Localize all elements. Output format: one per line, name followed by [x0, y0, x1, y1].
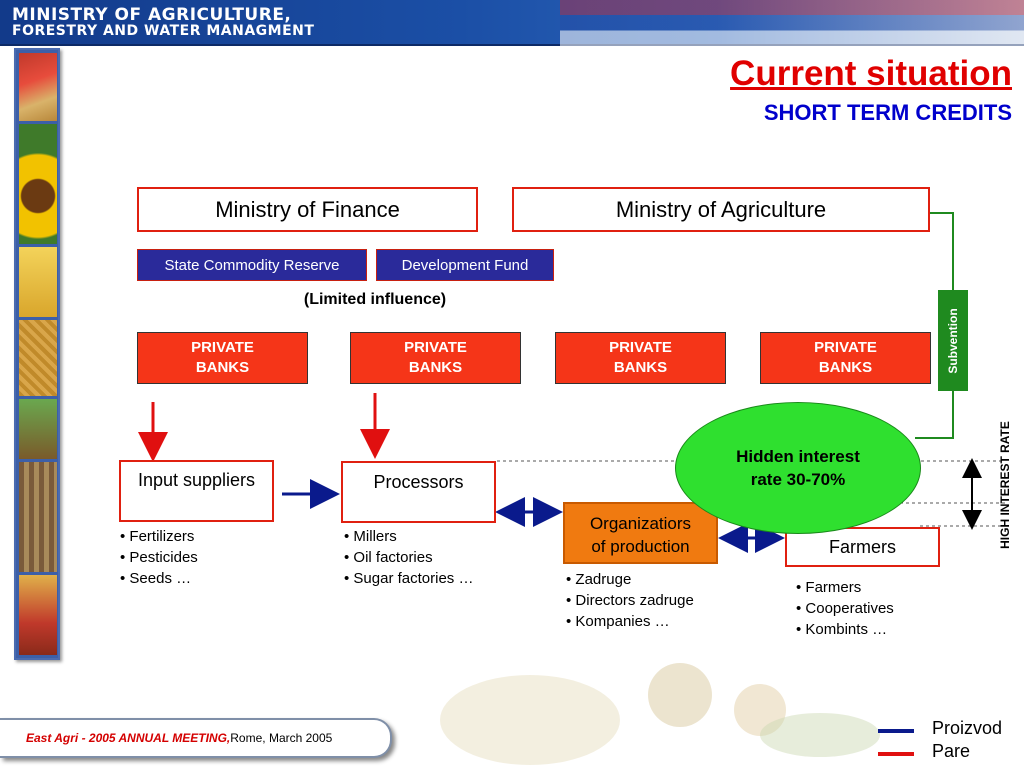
field-photo [19, 399, 57, 459]
corn-photo [19, 320, 57, 396]
ministry-of-finance-box: Ministry of Finance [137, 187, 478, 232]
subvention-box: Subvention [938, 290, 968, 391]
bank-label-line2: BANKS [195, 359, 250, 376]
processors-list: • Millers • Oil factories • Sugar factor… [344, 526, 473, 589]
private-banks-box: PRIVATE BANKS [137, 332, 308, 384]
high-interest-rate-label-wrap: HIGH INTEREST RATE [988, 400, 1022, 570]
list-item: • Millers [344, 528, 397, 545]
subvention-to-oval-connector [915, 391, 954, 439]
subvention-label: Subvention [946, 307, 960, 374]
hidden-interest-line1: Hidden interest [736, 447, 860, 466]
footer-event: East Agri - 2005 ANNUAL MEETING, [26, 731, 231, 745]
bank-label-line2: BANKS [408, 359, 463, 376]
organizations-title-line2: of production [591, 537, 690, 556]
farmers-list: • Farmers • Cooperatives • Kombints … [796, 577, 894, 640]
private-banks-box: PRIVATE BANKS [350, 332, 521, 384]
page-title: Current situation [730, 54, 1012, 93]
background-illustration [440, 663, 880, 765]
processors-title: Processors [373, 472, 464, 492]
organizations-of-production-box: Organizatiors of production [563, 502, 718, 564]
list-item: • Kombints … [796, 621, 888, 638]
list-item: • Kompanies … [566, 613, 670, 630]
ministry-of-finance-label: Ministry of Finance [215, 196, 400, 222]
legend-product-label: Proizvod [932, 718, 1003, 738]
page-subtitle: SHORT TERM CREDITS [763, 100, 1012, 125]
list-item: • Farmers [796, 579, 862, 596]
header-title-line2: FORESTRY AND WATER MANAGMENT [12, 23, 315, 39]
bank-label-line1: PRIVATE [191, 339, 254, 356]
seeds-photo [19, 462, 57, 572]
footer-place: Rome, March 2005 [230, 731, 333, 745]
list-item: • Oil factories [344, 549, 433, 566]
sunflower-photo [19, 124, 57, 244]
ministry-of-agriculture-label: Ministry of Agriculture [615, 196, 827, 222]
bank-label-line2: BANKS [613, 359, 668, 376]
list-item: • Pesticides [120, 549, 198, 566]
legend-money-label: Pare [932, 741, 971, 761]
footer-banner: East Agri - 2005 ANNUAL MEETING, Rome, M… [0, 718, 392, 758]
high-interest-rate-label: HIGH INTEREST RATE [998, 421, 1012, 549]
bank-label-line1: PRIVATE [814, 339, 877, 356]
state-commodity-reserve-box: State Commodity Reserve [137, 249, 367, 281]
pepper-photo [19, 53, 57, 121]
list-item: • Cooperatives [796, 600, 894, 617]
list-item: • Sugar factories … [344, 570, 474, 587]
photo-strip [14, 48, 60, 660]
organizations-title-line1: Organizatiors [589, 514, 692, 533]
header-title-line1: MINISTRY OF AGRICULTURE, [12, 5, 292, 25]
legend-product-swatch [878, 729, 914, 733]
processors-box: Processors [341, 461, 496, 523]
hidden-interest-line2: rate 30-70% [750, 470, 846, 489]
bank-label-line2: BANKS [818, 359, 873, 376]
bank-label-line1: PRIVATE [609, 339, 672, 356]
organizations-list: • Zadruge • Directors zadruge • Kompanie… [566, 569, 694, 632]
development-fund-label: Development Fund [401, 256, 529, 274]
list-item: • Zadruge [566, 571, 632, 588]
farmers-title: Farmers [829, 537, 896, 557]
limited-influence-note: (Limited influence) [303, 291, 447, 308]
list-item: • Fertilizers [120, 528, 195, 545]
grain-photo [19, 247, 57, 317]
state-commodity-reserve-label: State Commodity Reserve [164, 256, 340, 274]
development-fund-box: Development Fund [376, 249, 554, 281]
subvention-connector [930, 212, 954, 290]
legend-money-swatch [878, 752, 914, 756]
farmers-box: Farmers [785, 527, 940, 567]
list-item: • Directors zadruge [566, 592, 694, 609]
hidden-interest-oval: Hidden interest rate 30-70% [675, 402, 921, 534]
input-suppliers-title: Input suppliers [137, 470, 256, 490]
input-suppliers-list: • Fertilizers • Pesticides • Seeds … [120, 526, 198, 589]
private-banks-box: PRIVATE BANKS [760, 332, 931, 384]
input-suppliers-box: Input suppliers [119, 460, 274, 522]
ministry-of-agriculture-box: Ministry of Agriculture [512, 187, 930, 232]
private-banks-box: PRIVATE BANKS [555, 332, 726, 384]
list-item: • Seeds … [120, 570, 192, 587]
bank-label-line1: PRIVATE [404, 339, 467, 356]
harvest-photo [19, 575, 57, 655]
flag-decoration [560, 0, 1024, 46]
